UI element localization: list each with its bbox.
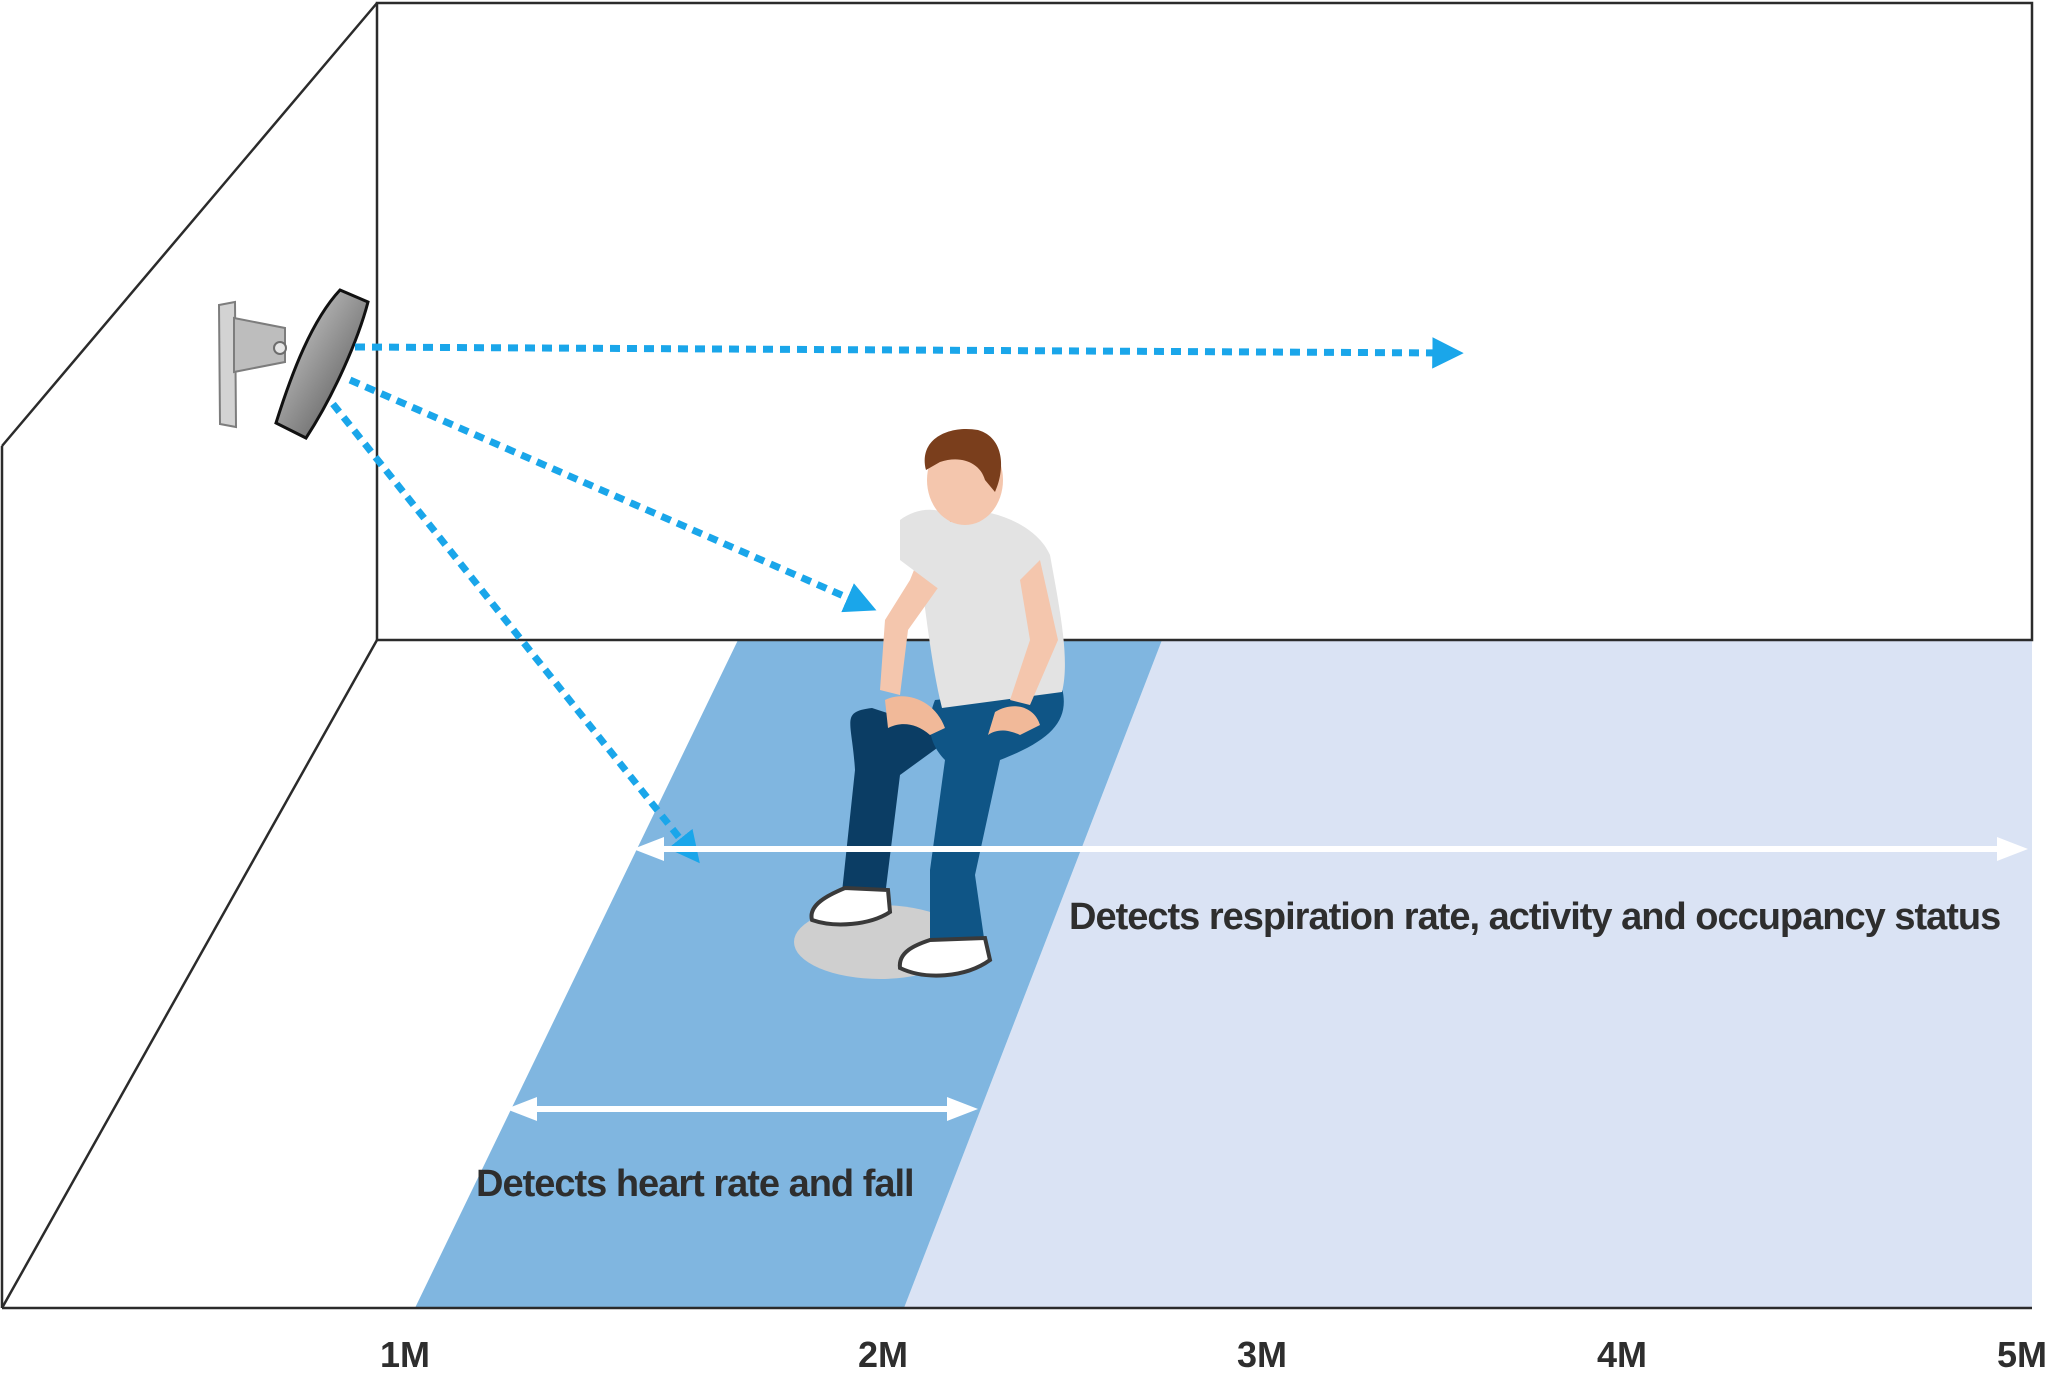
wide-range-arrow [633,837,2028,861]
tick-label-4m: 4M [1596,1334,1648,1375]
beam-floor [330,401,700,864]
radar-sensor-icon [217,288,370,440]
beam-far [354,337,1464,369]
tick-label-5m: 5M [1996,1334,2048,1375]
tick-label-1m: 1M [379,1334,431,1375]
room-outline [0,1,2034,1310]
wide-zone-label: Detects respiration rate, activity and o… [1069,896,2001,938]
wide-detection-zone [904,640,2032,1308]
beam-person [348,376,877,613]
radar-beams [330,337,1464,864]
tick-label-3m: 3M [1236,1334,1288,1375]
near-zone-label: Detects heart rate and fall [476,1163,915,1205]
near-range-arrow [506,1097,978,1121]
tick-label-2m: 2M [857,1334,909,1375]
